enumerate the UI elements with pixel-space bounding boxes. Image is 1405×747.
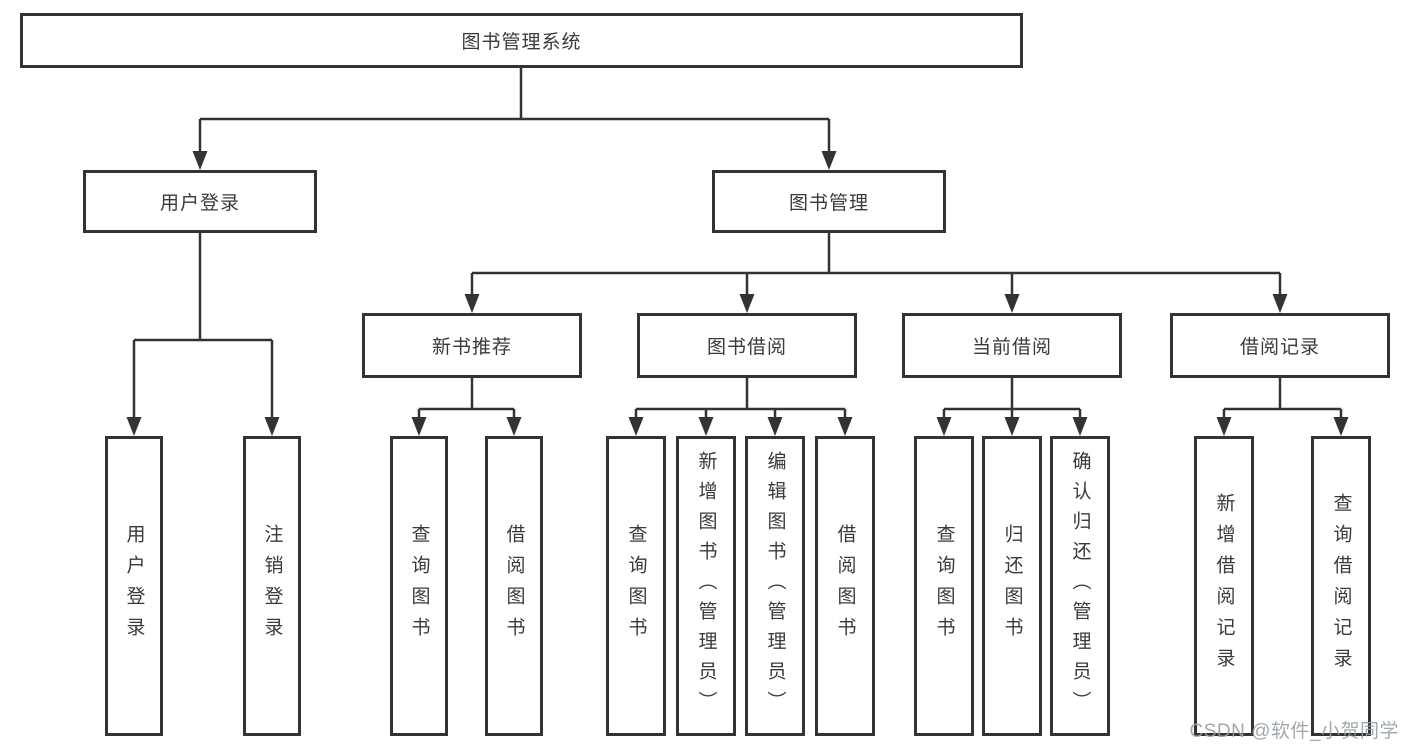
leaf-return-book: 归还图书 <box>982 436 1042 736</box>
node-label: 查询图书 <box>408 524 430 648</box>
node-label: 图书借阅 <box>706 337 787 358</box>
node-new-book-recommend: 新书推荐 <box>362 313 582 378</box>
node-label: 图书管理 <box>788 193 869 214</box>
leaf-add-book-admin: 新增图书（管理员） <box>676 436 736 736</box>
node-book-management-system: 图书管理系统 <box>20 13 1023 68</box>
node-label: 借阅图书 <box>834 524 856 648</box>
node-user-login: 用户登录 <box>83 170 317 233</box>
node-current-borrowing: 当前借阅 <box>902 313 1122 378</box>
leaf-query-books-current: 查询图书 <box>914 436 974 736</box>
leaf-edit-book-admin: 编辑图书（管理员） <box>745 436 805 736</box>
leaf-query-books-recommend: 查询图书 <box>390 436 448 736</box>
node-label: 注销登录 <box>261 524 283 648</box>
leaf-query-borrow-record: 查询借阅记录 <box>1311 436 1371 736</box>
node-label: 当前借阅 <box>971 337 1052 358</box>
node-label: 查询借阅记录 <box>1330 493 1352 679</box>
node-label: 借阅图书 <box>503 524 525 648</box>
node-borrowing-records: 借阅记录 <box>1170 313 1390 378</box>
node-label: 编辑图书（管理员） <box>764 451 786 721</box>
node-label: 新增图书（管理员） <box>695 451 717 721</box>
node-label: 新书推荐 <box>431 337 512 358</box>
node-label: 用户登录 <box>123 524 145 648</box>
node-label: 查询图书 <box>625 524 647 648</box>
node-label: 归还图书 <box>1001 524 1023 648</box>
leaf-confirm-return-admin: 确认归还（管理员） <box>1050 436 1110 736</box>
leaf-query-books-borrowing: 查询图书 <box>606 436 666 736</box>
leaf-logout: 注销登录 <box>243 436 301 736</box>
node-label: 新增借阅记录 <box>1213 493 1235 679</box>
node-book-management: 图书管理 <box>712 170 946 233</box>
node-label: 借阅记录 <box>1239 337 1320 358</box>
leaf-borrow-books-recommend: 借阅图书 <box>485 436 543 736</box>
leaf-add-borrow-record: 新增借阅记录 <box>1194 436 1254 736</box>
node-label: 确认归还（管理员） <box>1069 451 1091 721</box>
node-book-borrowing: 图书借阅 <box>637 313 857 378</box>
leaf-borrow-books-borrowing: 借阅图书 <box>815 436 875 736</box>
node-label: 图书管理系统 <box>461 32 582 53</box>
leaf-user-login: 用户登录 <box>105 436 163 736</box>
node-label: 查询图书 <box>933 524 955 648</box>
node-label: 用户登录 <box>159 193 240 214</box>
